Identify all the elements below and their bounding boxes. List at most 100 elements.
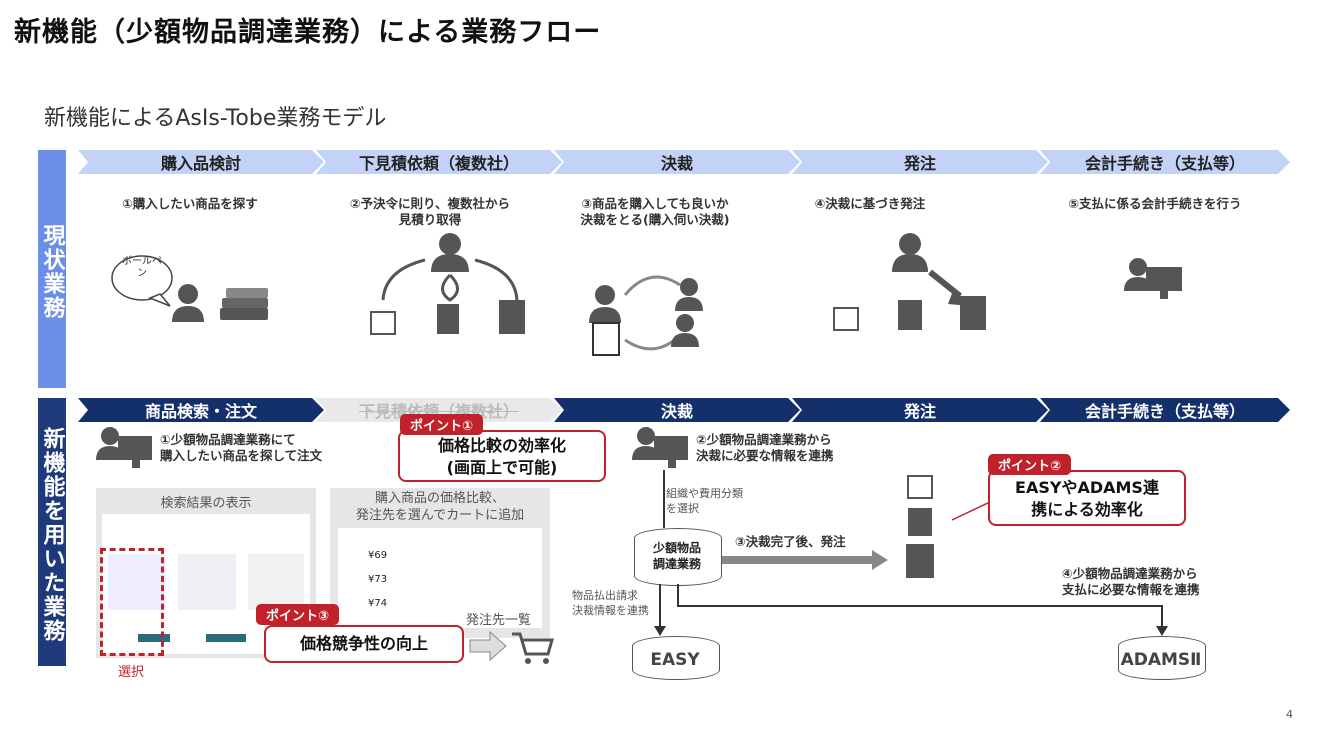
building-icon bbox=[370, 311, 396, 335]
system-label: 少額物品 調達業務 bbox=[652, 541, 701, 571]
person-icon bbox=[671, 314, 699, 347]
tobe-chevron-2 bbox=[316, 398, 562, 422]
tobe-step-2: ②少額物品調達業務から 決裁に必要な情報を連携 bbox=[696, 432, 834, 463]
easy-label: EASY bbox=[650, 650, 700, 670]
books-icon bbox=[220, 288, 268, 320]
tobe-chevron-1 bbox=[78, 398, 324, 422]
tobe-approver-pc-icon bbox=[632, 427, 688, 468]
building-icon bbox=[907, 475, 933, 499]
product-image-2[interactable] bbox=[178, 554, 236, 610]
tobe-stage-3: 決裁 bbox=[660, 402, 693, 421]
asis-accounting-illustration bbox=[1124, 258, 1182, 299]
tobe-chevron-5 bbox=[1040, 398, 1290, 422]
asis-step-5: ⑤支払に係る会計手続きを行う bbox=[1068, 196, 1242, 211]
tobe-user-pc-icon bbox=[96, 427, 152, 468]
easy-database-icon bbox=[632, 636, 720, 680]
asis-stage-4: 発注 bbox=[903, 154, 936, 173]
point2-pointer bbox=[951, 501, 991, 521]
tobe-stage-5: 会計手続き（支払等） bbox=[1084, 402, 1245, 421]
asis-chevron-bar bbox=[78, 150, 1290, 174]
building-icon bbox=[833, 307, 859, 331]
asis-search-illustration bbox=[111, 255, 268, 322]
asis-stage-1: 購入品検討 bbox=[160, 154, 241, 173]
system-database-icon bbox=[634, 528, 722, 586]
page-title: 新機能（少額物品調達業務）による業務フロー bbox=[14, 17, 602, 48]
building-icon bbox=[908, 508, 932, 536]
building-icon bbox=[906, 544, 934, 578]
price-row-2: ¥73 bbox=[368, 574, 388, 585]
tobe-step-1: ①少額物品調達業務にて 購入したい商品を探して注文 bbox=[160, 432, 323, 463]
asis-stage-2: 下見積依頼（複数社） bbox=[358, 154, 519, 173]
page-subtitle: 新機能によるAsIs-Tobe業務モデル bbox=[44, 106, 387, 131]
building-icon bbox=[898, 300, 922, 330]
selected-product-highlight bbox=[100, 548, 164, 656]
product-image-3[interactable] bbox=[248, 554, 304, 610]
screen1-title: 検索結果の表示 bbox=[160, 496, 252, 511]
tobe-band-label: 新機能を用いた業務 bbox=[38, 398, 66, 666]
add-to-cart-button[interactable] bbox=[138, 634, 170, 642]
asis-chevron-5 bbox=[1040, 150, 1290, 174]
tobe-chevron-3 bbox=[554, 398, 800, 422]
asis-chevron-4 bbox=[792, 150, 1048, 174]
tobe-step-3: ③決裁完了後、発注 bbox=[735, 534, 846, 549]
asis-step-3: ③商品を購入しても良いか 決裁をとる(購入伺い決裁) bbox=[580, 196, 730, 227]
point1-badge: ポイント① bbox=[400, 414, 484, 435]
asis-quote-illustration bbox=[370, 233, 525, 335]
product-image-1[interactable] bbox=[108, 554, 166, 610]
bubble-text: ボールペン bbox=[122, 256, 162, 279]
asis-chevron-2 bbox=[316, 150, 562, 174]
shopping-cart-icon bbox=[512, 632, 554, 656]
building-icon bbox=[960, 296, 986, 330]
point3-badge: ポイント③ bbox=[256, 604, 340, 625]
tobe-chevron-bar bbox=[78, 398, 1290, 422]
person-icon bbox=[1124, 258, 1152, 291]
tobe-label-text: 新機能を用いた業務 bbox=[39, 427, 65, 643]
price-row-3: ¥74 bbox=[368, 598, 388, 609]
add-to-cart-button[interactable] bbox=[206, 634, 246, 642]
asis-stage-3: 決裁 bbox=[660, 154, 693, 173]
speech-bubble-icon bbox=[111, 255, 173, 301]
price-table: ¥69 ¥73 ¥74 bbox=[338, 528, 542, 628]
cart-illustration bbox=[469, 630, 554, 664]
org-selection-note: 組織や費用分類 を選択 bbox=[666, 487, 743, 515]
price-row-1: ¥69 bbox=[368, 550, 388, 561]
tobe-chevron-4 bbox=[792, 398, 1048, 422]
tobe-stage-4: 発注 bbox=[903, 402, 936, 421]
db-connectors bbox=[654, 584, 1168, 636]
arrow-right-icon bbox=[722, 550, 888, 570]
person-icon bbox=[892, 233, 928, 272]
adams-label: ADAMSⅡ bbox=[1120, 650, 1202, 670]
arrow-right-icon bbox=[469, 630, 507, 662]
vertical-connector bbox=[663, 470, 665, 528]
person-icon bbox=[172, 284, 204, 322]
asis-step-2: ②予決令に則り、複数社から 見積り取得 bbox=[349, 196, 511, 227]
tobe-step-4: ④少額物品調達業務から 支払に必要な情報を連携 bbox=[1062, 566, 1200, 597]
page-number: 4 bbox=[1286, 708, 1293, 721]
search-result-screen: 検索結果の表示 bbox=[96, 488, 316, 658]
asis-order-illustration bbox=[833, 233, 986, 331]
point2-callout: EASYやADAMS連 携による効率化 bbox=[988, 470, 1186, 526]
select-label: 選択 bbox=[118, 665, 145, 680]
person-icon bbox=[431, 233, 469, 272]
asis-step-4: ④決裁に基づき発注 bbox=[814, 196, 926, 211]
request-note: 物品払出請求 決裁情報を連携 bbox=[572, 589, 649, 617]
supplier-buildings bbox=[906, 475, 934, 578]
order-list-label: 発注先一覧 bbox=[466, 613, 532, 628]
asis-band-label: 現状業務 bbox=[38, 150, 66, 388]
price-compare-screen: 購入商品の価格比較、 発注先を選んでカートに追加 ¥69 ¥73 ¥74 bbox=[330, 488, 550, 638]
screen2-title: 購入商品の価格比較、 発注先を選んでカートに追加 bbox=[355, 491, 525, 523]
building-icon bbox=[499, 300, 525, 334]
order-arrow bbox=[722, 550, 888, 570]
building-icon bbox=[437, 304, 459, 334]
asis-stage-5: 会計手続き（支払等） bbox=[1084, 154, 1245, 173]
asis-step-1: ①購入したい商品を探す bbox=[122, 196, 258, 211]
asis-chevron-1 bbox=[78, 150, 324, 174]
adams-database-icon bbox=[1118, 636, 1206, 680]
document-icon bbox=[592, 322, 620, 356]
asis-label-text: 現状業務 bbox=[39, 224, 65, 320]
point1-callout: 価格比較の効率化 (画面上で可能) bbox=[398, 430, 606, 482]
asis-chevron-3 bbox=[554, 150, 800, 174]
point2-badge: ポイント② bbox=[988, 454, 1072, 475]
person-icon bbox=[675, 278, 703, 311]
monitor-icon bbox=[1146, 267, 1182, 291]
